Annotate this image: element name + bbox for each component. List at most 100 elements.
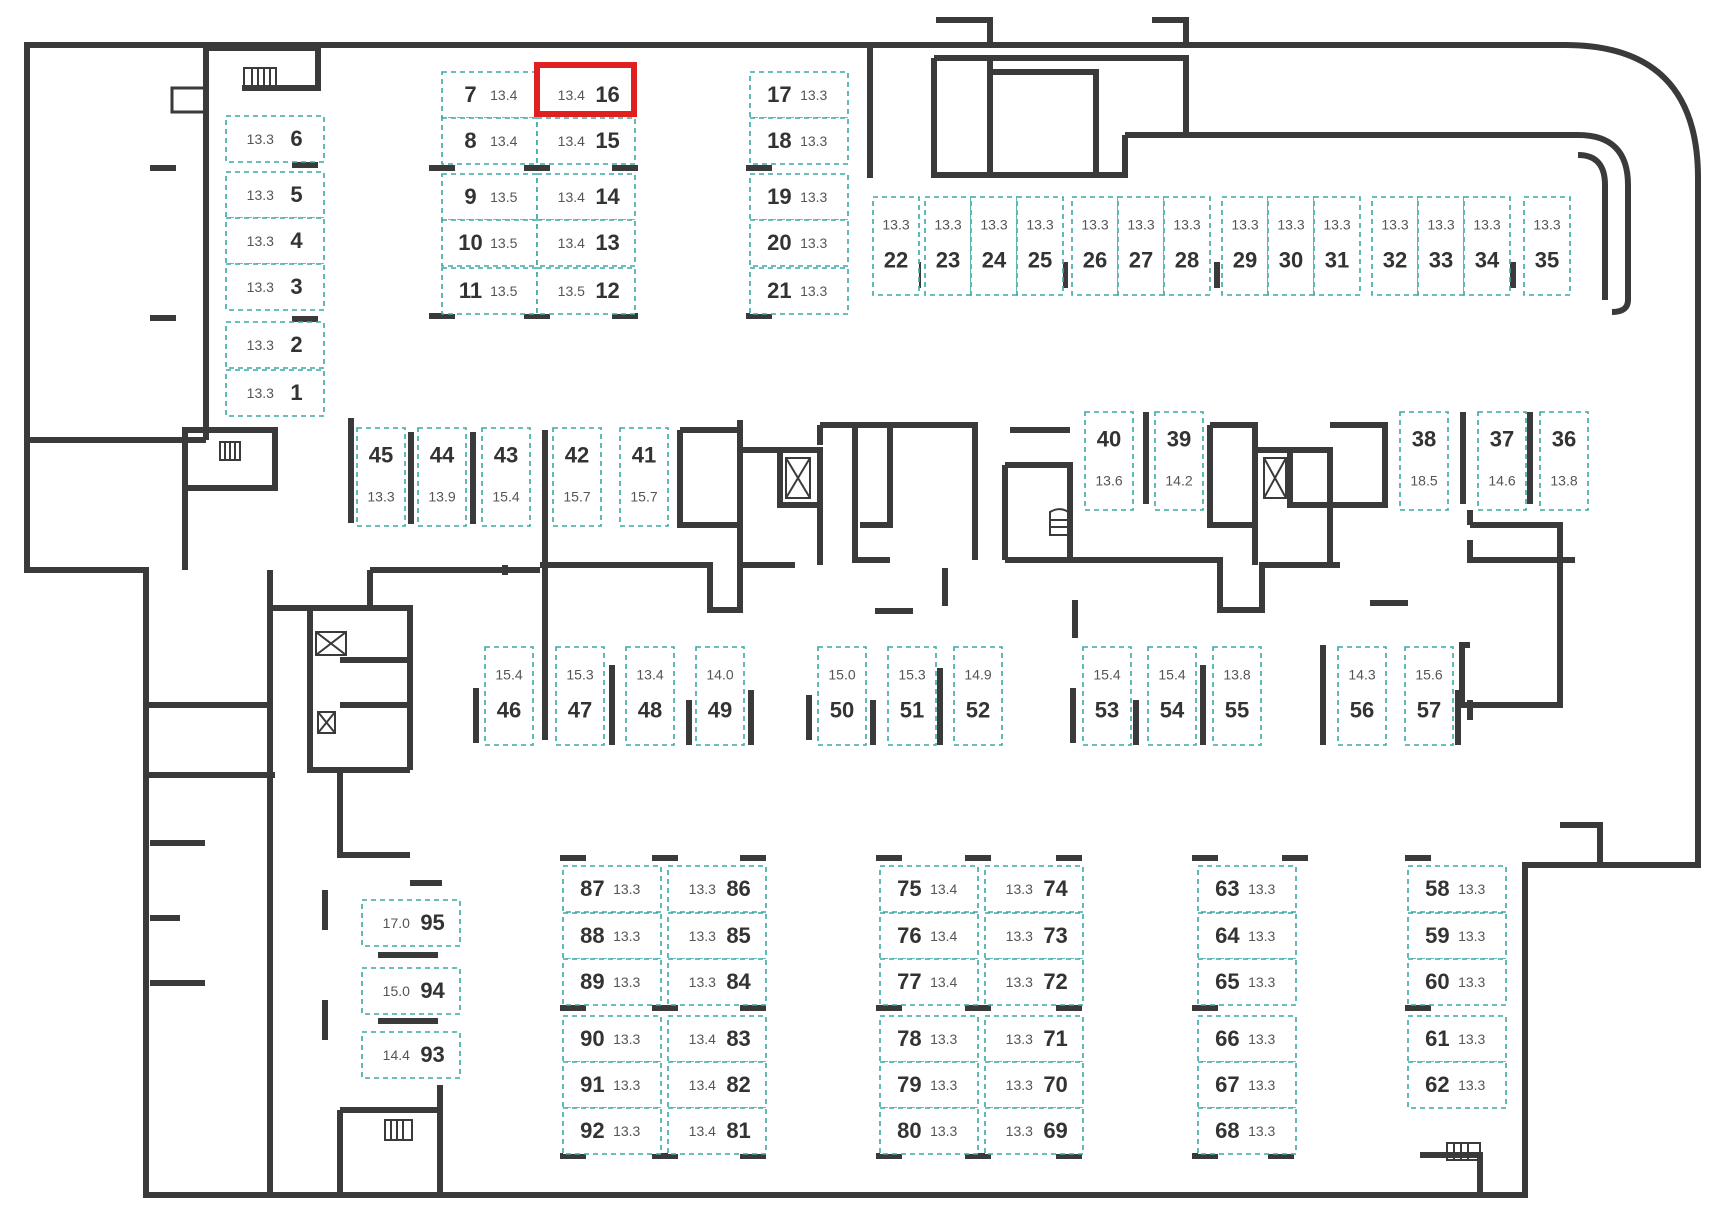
parking-spot-1[interactable]: 113.3 <box>225 369 325 417</box>
parking-spot-3[interactable]: 313.3 <box>225 263 325 311</box>
parking-spot-6[interactable]: 613.3 <box>225 115 325 163</box>
spot-number: 18 <box>767 128 791 153</box>
spot-number: 39 <box>1167 426 1191 451</box>
spot-area: 13.3 <box>800 283 827 299</box>
parking-spot-4[interactable]: 413.3 <box>225 217 325 265</box>
spot-number: 47 <box>568 698 592 723</box>
parking-spot-2[interactable]: 213.3 <box>225 321 325 369</box>
parking-spot-5[interactable]: 513.3 <box>225 171 325 219</box>
spot-area: 13.4 <box>558 87 585 103</box>
